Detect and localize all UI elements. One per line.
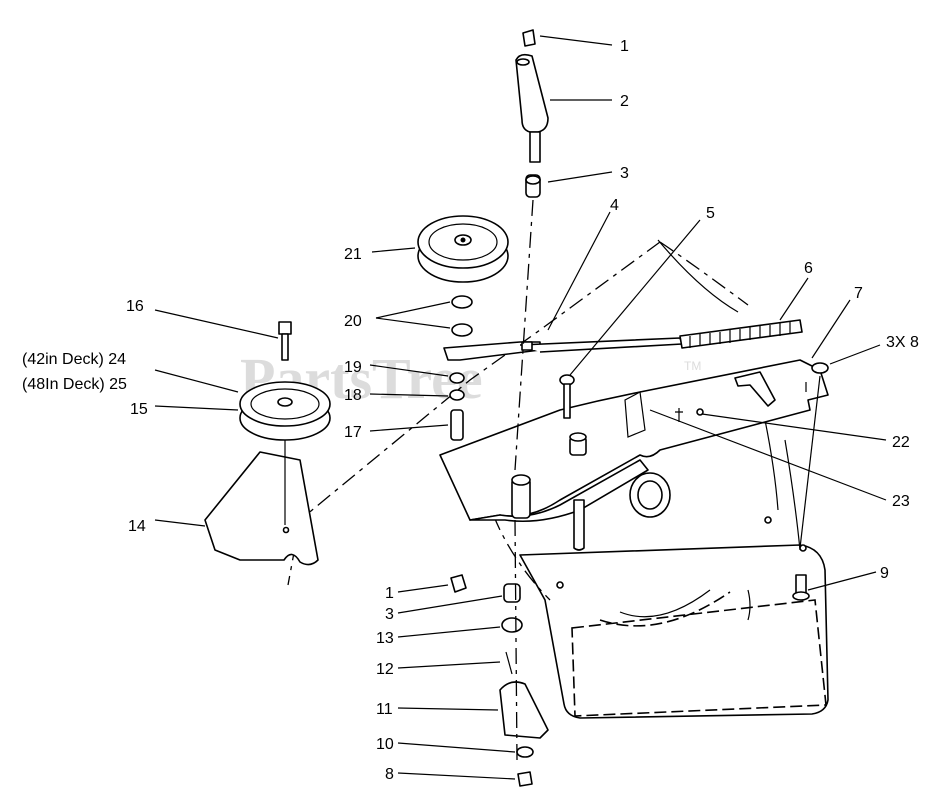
callout-12: 12 <box>376 661 394 678</box>
watermark-trademark: TM <box>684 359 701 373</box>
callout-11: 11 <box>376 701 393 718</box>
callout-3-top: 3 <box>620 165 629 182</box>
callout-22: 22 <box>892 434 910 451</box>
callout-9: 9 <box>880 565 889 582</box>
callout-1-top: 1 <box>620 38 629 55</box>
belt-path-left <box>287 241 661 586</box>
pin-and-clip <box>675 408 704 422</box>
bolt-16 <box>278 321 292 361</box>
idler-pulley-21 <box>417 215 509 283</box>
leader-lines <box>154 35 887 780</box>
callout-8: 8 <box>385 766 394 783</box>
bolt-9 <box>792 574 810 601</box>
deflector-plate <box>204 451 319 566</box>
callout-4: 4 <box>610 197 619 214</box>
callout-15: 15 <box>130 401 148 418</box>
blade-pulley <box>239 381 331 525</box>
nut-3x8 <box>799 362 829 549</box>
callout-5: 5 <box>706 205 715 222</box>
callout-3-bottom: 3 <box>385 606 394 623</box>
callout-18: 18 <box>344 387 362 404</box>
callout-17: 17 <box>344 424 362 441</box>
callout-16: 16 <box>126 298 144 315</box>
callout-23: 23 <box>892 493 910 510</box>
callout-21: 21 <box>344 246 362 263</box>
callout-2: 2 <box>620 93 629 110</box>
callout-labels: 1 2 3 4 5 6 7 3X 8 16 21 20 (42in Deck) … <box>22 38 919 783</box>
callout-14: 14 <box>128 518 146 535</box>
callout-6: 6 <box>804 260 813 277</box>
callout-13: 13 <box>376 630 394 647</box>
callout-24: (42in Deck) 24 <box>22 351 126 368</box>
washer-stack <box>449 295 473 441</box>
lower-spindle-stack <box>450 474 549 787</box>
callout-25: (48In Deck) 25 <box>22 376 127 393</box>
callout-19: 19 <box>344 359 362 376</box>
callout-1-bottom: 1 <box>385 585 394 602</box>
belt-path-top <box>659 241 749 306</box>
deck-housing <box>519 419 829 719</box>
upper-bracket-stack <box>514 29 549 471</box>
callout-7: 7 <box>854 285 863 302</box>
callout-3x8: 3X 8 <box>886 334 919 351</box>
belt-line <box>657 239 739 313</box>
bolt-5 <box>559 374 575 419</box>
deck-plate <box>439 359 829 589</box>
callout-10: 10 <box>376 736 394 753</box>
idler-arm-assembly <box>443 319 803 361</box>
callout-20: 20 <box>344 313 362 330</box>
